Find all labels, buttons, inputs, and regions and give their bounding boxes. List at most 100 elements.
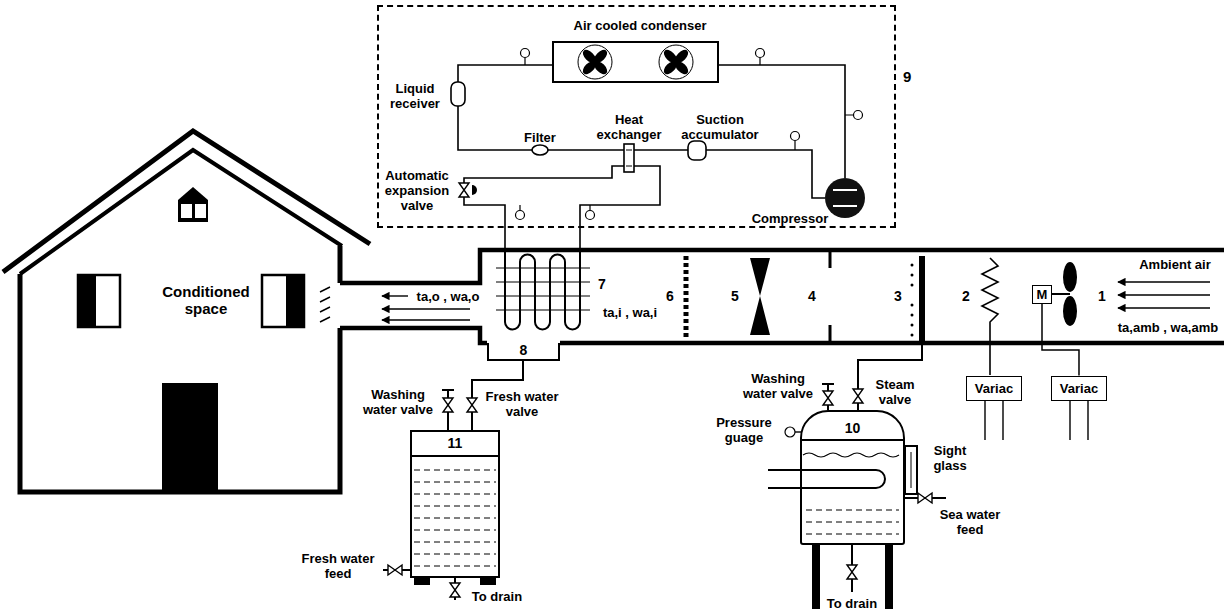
pressure-gauges <box>516 49 863 220</box>
gauge-symbol <box>756 49 765 58</box>
part-label: To drain <box>472 589 522 604</box>
compressor-detail <box>833 190 857 206</box>
callout-number: 4 <box>808 289 816 304</box>
node-text: 8 <box>489 343 558 358</box>
condenser-fan <box>659 45 693 79</box>
fan-ring <box>578 45 612 79</box>
steam-dot <box>911 334 914 337</box>
steam-dot <box>911 284 914 287</box>
valve-symbol <box>847 565 857 579</box>
cooling-coil <box>505 252 580 330</box>
valve-symbol <box>823 391 833 405</box>
gable-window <box>181 204 206 218</box>
damper-symbol <box>750 258 770 335</box>
part-label: Liquid receiver <box>384 81 446 111</box>
node-text: Conditioned space <box>154 283 258 317</box>
part-label: Sight glass <box>926 443 974 473</box>
duct-wall <box>560 341 1224 346</box>
fan-ring <box>659 45 693 79</box>
steam-generator: 10 <box>800 410 905 545</box>
variac-box: Variac <box>1051 376 1107 401</box>
accumulator-symbol <box>688 141 706 160</box>
steam-dot <box>911 274 914 277</box>
duct-wall <box>340 250 1224 283</box>
node-text: Variac <box>1060 381 1098 396</box>
boiler-leg <box>812 545 820 609</box>
fan-blade <box>1063 262 1077 292</box>
gauge-symbol <box>586 211 595 220</box>
flow-arrow <box>382 319 470 320</box>
part-label: Compressor <box>752 211 829 226</box>
node-text: Variac <box>975 381 1013 396</box>
house-wall <box>20 274 340 492</box>
gable-icon <box>178 187 208 222</box>
flow-arrow <box>1118 307 1210 308</box>
fan-blade <box>1063 296 1077 326</box>
callout-number: 1 <box>1098 289 1106 304</box>
part-label: Steam valve <box>867 377 923 407</box>
washing-pipe <box>442 390 454 430</box>
callout-number: 6 <box>666 289 674 304</box>
motor-box: M <box>1032 285 1053 304</box>
part-label: Ambient air <box>1139 257 1211 272</box>
coil-fins <box>496 268 590 310</box>
fan-shaft <box>1052 293 1070 295</box>
condenser-box <box>553 42 718 82</box>
valve-symbol <box>918 493 932 503</box>
pressure-gauge-symbol <box>785 427 795 437</box>
gauge-stem <box>520 58 853 210</box>
part-label: Suction accumulator <box>676 112 764 142</box>
boiler-heating-coil <box>768 470 885 488</box>
steam-pipe <box>858 343 922 410</box>
fan-blade <box>581 48 599 66</box>
liquid-pipe <box>464 166 624 183</box>
tank-foot <box>480 578 496 585</box>
heater-coil <box>982 258 998 375</box>
part-label: Fresh water valve <box>482 389 562 419</box>
part-label: ta,i , wa,i <box>603 305 657 320</box>
gauge-symbol <box>854 111 863 120</box>
orifice-plate <box>829 250 832 343</box>
sight-glass-symbol <box>905 446 917 494</box>
part-label: Automatic expansion valve <box>381 168 453 213</box>
suction-pipe <box>634 149 688 151</box>
boiler-water-surface <box>803 453 899 457</box>
part-label: To drain <box>827 596 877 611</box>
steam-dot <box>911 264 914 267</box>
part-label: Pressure guage <box>708 415 780 445</box>
valve-symbol <box>467 398 477 412</box>
valve-actuator <box>472 185 477 195</box>
drain-pan: 8 <box>487 343 560 361</box>
callout-number: 5 <box>731 289 739 304</box>
variac-box: Variac <box>966 376 1022 401</box>
fan-blade <box>662 48 680 66</box>
part-label: Washing water valve <box>738 371 818 401</box>
gauge-symbol <box>516 211 525 220</box>
washing-pipe <box>822 384 834 410</box>
window-shade <box>78 275 96 327</box>
air-filter-grid <box>684 256 689 338</box>
steam-jets <box>911 264 914 337</box>
tank-water <box>414 470 496 566</box>
node-text: M <box>1037 287 1048 302</box>
part-label: ta,o , wa,o <box>417 289 480 304</box>
part-label: Heat exchanger <box>592 112 666 142</box>
expansion-valve-symbol <box>459 183 469 197</box>
liquid-receiver-symbol <box>451 82 465 106</box>
valve-symbol <box>853 389 863 403</box>
valve-symbol <box>443 398 453 412</box>
refrigerant-pipes <box>458 65 845 252</box>
evaporator-outlet-pipe <box>580 166 660 252</box>
callout-number: 2 <box>962 289 970 304</box>
roof-line <box>20 150 342 274</box>
suction-pipe <box>706 150 825 198</box>
window-frame <box>78 275 120 327</box>
boiler-partition <box>800 439 905 441</box>
condenser-fan <box>578 45 612 79</box>
connector-group <box>472 304 1079 431</box>
callout-number: 7 <box>598 277 606 292</box>
part-label: Fresh water feed <box>298 551 378 581</box>
part-label: ta,amb , wa,amb <box>1118 320 1218 335</box>
sight-glass-detail <box>911 452 912 488</box>
